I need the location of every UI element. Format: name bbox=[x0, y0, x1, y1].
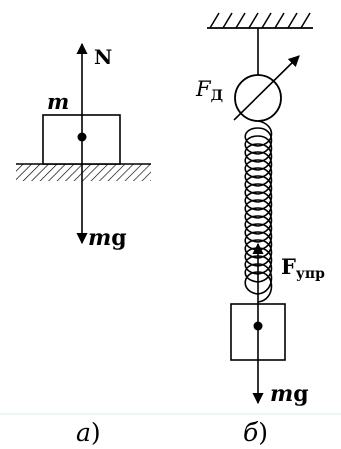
center-of-mass-b bbox=[253, 321, 263, 331]
dynamometer bbox=[234, 74, 282, 122]
caption-a-letter: а bbox=[76, 418, 91, 447]
dynamometer-label-f: F bbox=[195, 77, 212, 101]
weight-label-a-m: m bbox=[88, 225, 111, 251]
weight-label-b-m: m bbox=[270, 381, 293, 407]
elastic-force-label-sub: упр bbox=[296, 266, 325, 282]
caption-b-paren: ) bbox=[258, 418, 268, 447]
spring bbox=[244, 120, 273, 303]
ceiling-hatch bbox=[209, 12, 311, 29]
elastic-force-label: Fупр bbox=[281, 254, 325, 282]
dynamometer-label: FД bbox=[195, 77, 223, 104]
ground-hatch bbox=[16, 164, 151, 181]
caption-b-letter: б bbox=[243, 418, 259, 447]
caption-a: а) bbox=[76, 418, 101, 447]
caption-a-paren: ) bbox=[91, 418, 101, 447]
mass-label: m bbox=[47, 89, 69, 114]
panel-a: N m mg bbox=[16, 42, 151, 251]
normal-force-label: N bbox=[94, 45, 112, 69]
dynamometer-needle-arrow bbox=[233, 55, 300, 121]
panel-b: FД Fупр mg bbox=[195, 12, 325, 407]
weight-label-b: mg bbox=[270, 381, 309, 407]
dynamometer-label-sub: Д bbox=[211, 88, 223, 104]
weight-label-b-g: g bbox=[293, 381, 308, 407]
center-of-mass-a bbox=[77, 132, 87, 142]
elastic-force-label-f: F bbox=[281, 254, 296, 279]
weight-label-a: mg bbox=[88, 225, 127, 251]
weight-label-a-g: g bbox=[111, 225, 126, 251]
caption-b: б) bbox=[243, 418, 268, 447]
